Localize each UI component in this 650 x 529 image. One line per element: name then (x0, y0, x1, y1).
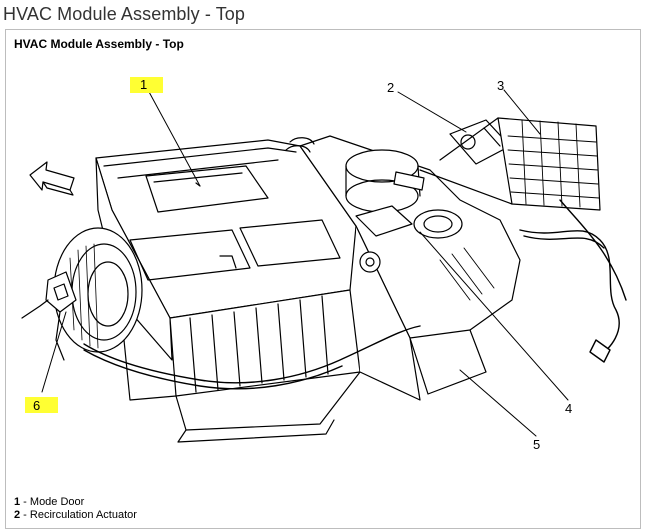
blower-motor (21, 227, 143, 361)
callout-1: 1 (140, 77, 148, 92)
legend: 1 - Mode Door 2 - Recirculation Actuator (14, 496, 137, 522)
legend-label: Mode Door (29, 496, 85, 508)
callout-3: 3 (497, 78, 505, 93)
front-arrow-icon (29, 161, 75, 196)
figure-title: HVAC Module Assembly - Top (14, 37, 184, 51)
legend-separator: - (20, 509, 30, 521)
callout-6: 6 (33, 398, 41, 413)
air-inlet-grille (419, 117, 601, 211)
callout-5: 5 (533, 437, 541, 452)
callout-2: 2 (387, 80, 395, 95)
leader-lines (41, 89, 569, 437)
legend-number: 2 (14, 509, 21, 521)
legend-item: 2 - Recirculation Actuator (14, 509, 137, 522)
legend-label: Recirculation Actuator (29, 509, 137, 521)
legend-number: 1 (14, 496, 21, 508)
legend-item: 1 - Mode Door (14, 496, 137, 509)
callout-1-highlight (130, 77, 163, 93)
page-title: HVAC Module Assembly - Top (3, 4, 246, 24)
callout-6-highlight (25, 397, 58, 413)
center-housing (285, 135, 521, 401)
legend-separator: - (20, 496, 30, 508)
wiring-harness (83, 199, 627, 390)
hvac-case (95, 139, 361, 443)
callout-4: 4 (565, 401, 573, 416)
